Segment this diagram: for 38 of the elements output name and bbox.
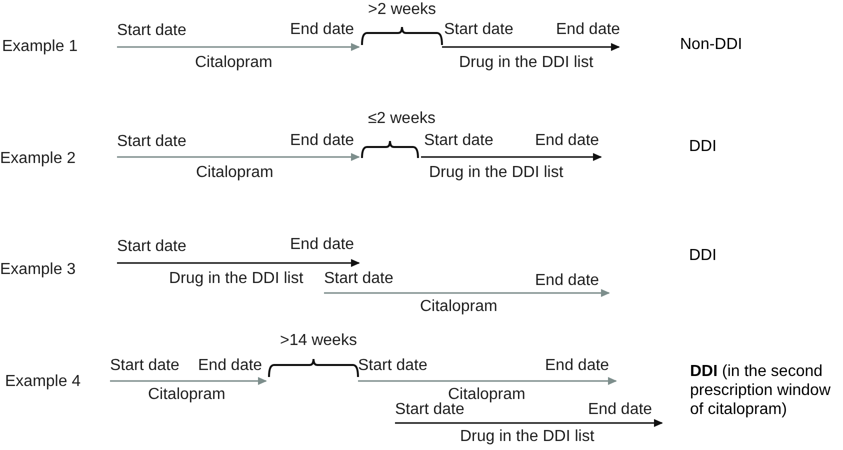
example-label: Example 2 [0,149,76,169]
drug-label: Citalopram [420,297,498,317]
date-label: End date [545,356,610,376]
interval-label: >14 weeks [280,331,357,351]
outcome-label: DDI (in the second prescription window of citalopram) [690,362,832,420]
outcome-label: DDI [689,246,717,266]
drug-label: Drug in the DDI list [460,427,594,447]
drug-label: Drug in the DDI list [459,53,594,73]
date-label: Start date [395,401,464,420]
date-label: End date [535,131,600,151]
date-label: Start date [117,21,186,41]
drug-label: Citalopram [195,53,272,73]
example-label: Example 1 [2,37,78,57]
date-label: End date [290,20,354,40]
date-label: Start date [110,356,180,376]
date-label: End date [290,235,354,255]
date-label: Start date [324,269,394,289]
date-label: End date [290,131,354,151]
date-label: End date [556,20,620,40]
example-label: Example 4 [5,372,81,392]
date-label: End date [535,271,600,291]
date-label: Start date [424,131,494,151]
date-label: End date [198,356,262,376]
date-label: Start date [444,20,514,40]
drug-label: Citalopram [448,385,526,404]
outcome-label: DDI [689,137,717,157]
outcome-label: Non-DDI [680,35,742,55]
date-label: Start date [358,356,428,376]
interval-label: >2 weeks [368,0,436,20]
date-label: Start date [117,132,186,152]
date-label: Start date [117,237,186,257]
drug-label: Drug in the DDI list [429,163,564,183]
drug-label: Citalopram [148,385,226,405]
drug-label: Citalopram [196,163,274,183]
drug-label: Drug in the DDI list [169,269,304,289]
date-label: End date [588,400,652,420]
example-label: Example 3 [0,260,76,280]
interval-label: ≤2 weeks [368,109,436,129]
